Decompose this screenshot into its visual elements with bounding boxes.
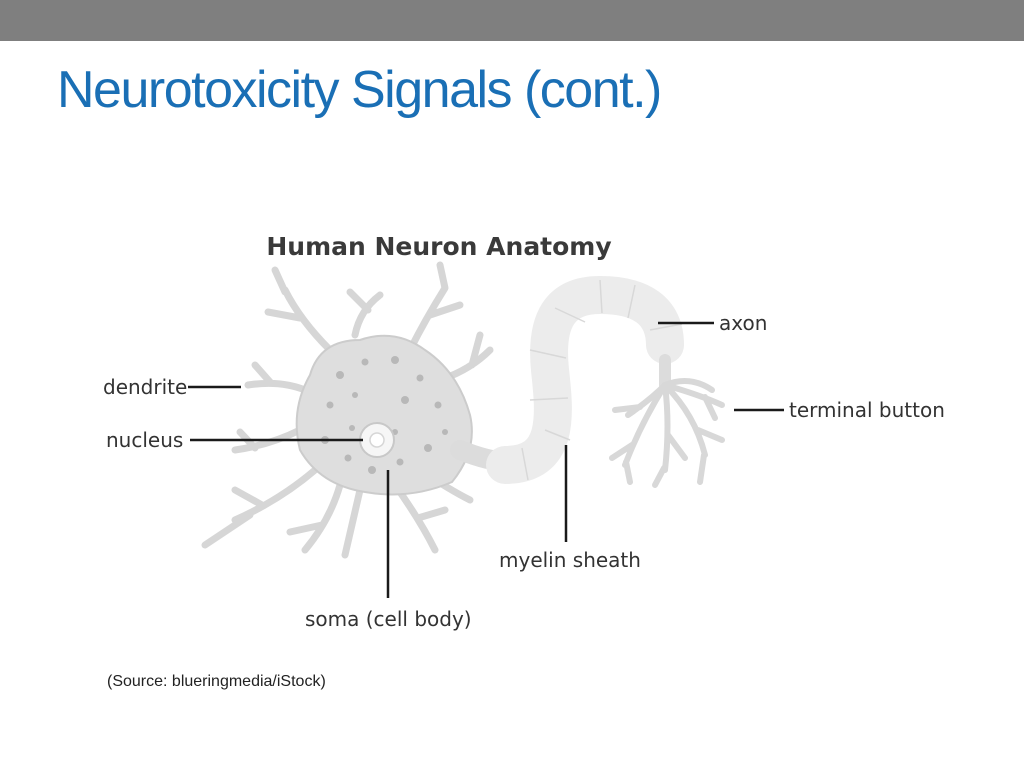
diagram-title: Human Neuron Anatomy bbox=[266, 232, 611, 261]
terminal-branches bbox=[609, 378, 725, 488]
label-myelin-sheath: myelin sheath bbox=[499, 548, 641, 572]
source-caption: (Source: blueringmedia/iStock) bbox=[107, 673, 326, 690]
label-nucleus: nucleus bbox=[106, 428, 183, 452]
label-axon: axon bbox=[719, 311, 767, 335]
slide-title: Neurotoxicity Signals (cont.) bbox=[57, 61, 662, 119]
soma-spots bbox=[321, 356, 448, 474]
neuron-figure: Human Neuron Anatomy bbox=[0, 200, 1024, 650]
myelin-sheath-body bbox=[486, 275, 684, 484]
label-terminal-button: terminal button bbox=[789, 398, 945, 422]
soma bbox=[295, 334, 473, 496]
myelin-segments bbox=[521, 279, 683, 481]
nucleus bbox=[359, 422, 395, 458]
top-bar bbox=[0, 0, 1024, 41]
label-soma: soma (cell body) bbox=[305, 607, 472, 631]
label-dendrite: dendrite bbox=[103, 375, 187, 399]
neuron-diagram: Human Neuron Anatomy bbox=[103, 232, 945, 631]
